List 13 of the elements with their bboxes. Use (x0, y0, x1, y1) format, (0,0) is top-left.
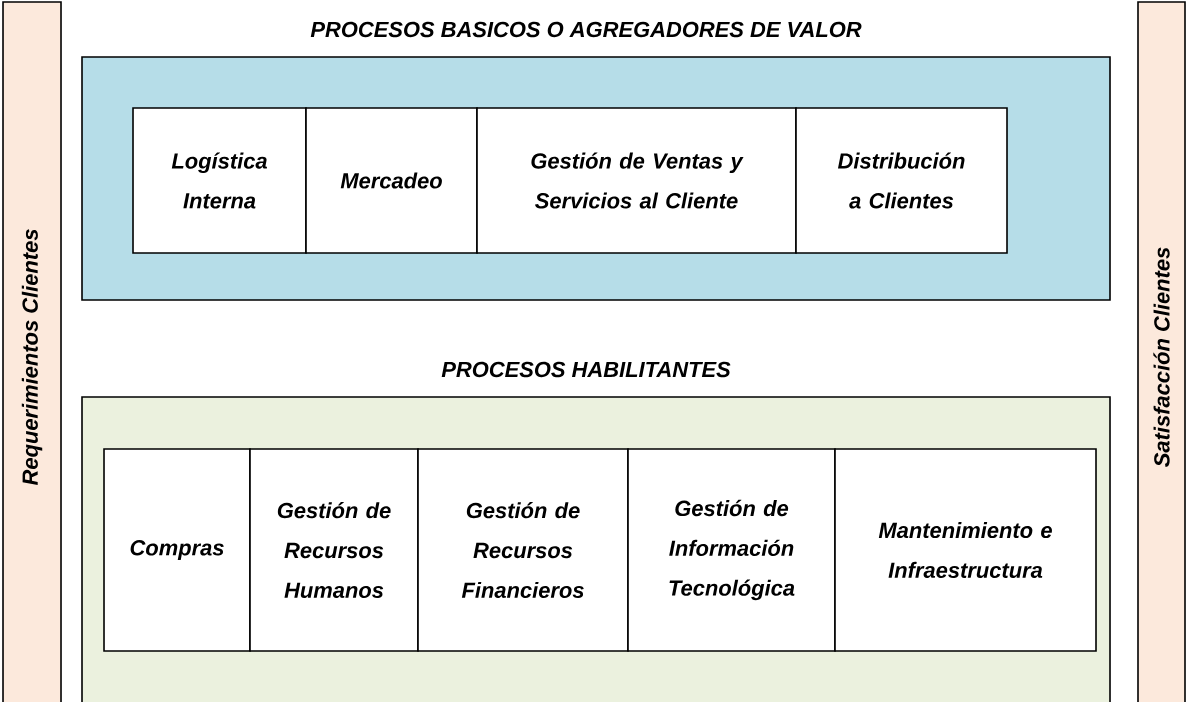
process-cell: Compras (103, 448, 251, 652)
process-cell: Distribución a Clientes (795, 107, 1008, 254)
process-cell: Gestión de Recursos Financieros (417, 448, 629, 652)
side-band: Requerimientos Clientes (2, 1, 62, 702)
side-band: Satisfacción Clientes (1137, 1, 1186, 702)
process-cell: Gestión de Información Tecnológica (627, 448, 836, 652)
process-cell: Gestión de Recursos Humanos (249, 448, 419, 652)
process-cell: Logística Interna (132, 107, 307, 254)
section-heading: PROCESOS HABILITANTES (441, 361, 731, 378)
process-cell: Gestión de Ventas y Servicios al Cliente (476, 107, 797, 254)
process-cell: Mantenimiento e Infraestructura (834, 448, 1097, 652)
section-heading: PROCESOS BASICOS O AGREGADORES DE VALOR (310, 21, 862, 38)
process-cell: Mercadeo (305, 107, 478, 254)
